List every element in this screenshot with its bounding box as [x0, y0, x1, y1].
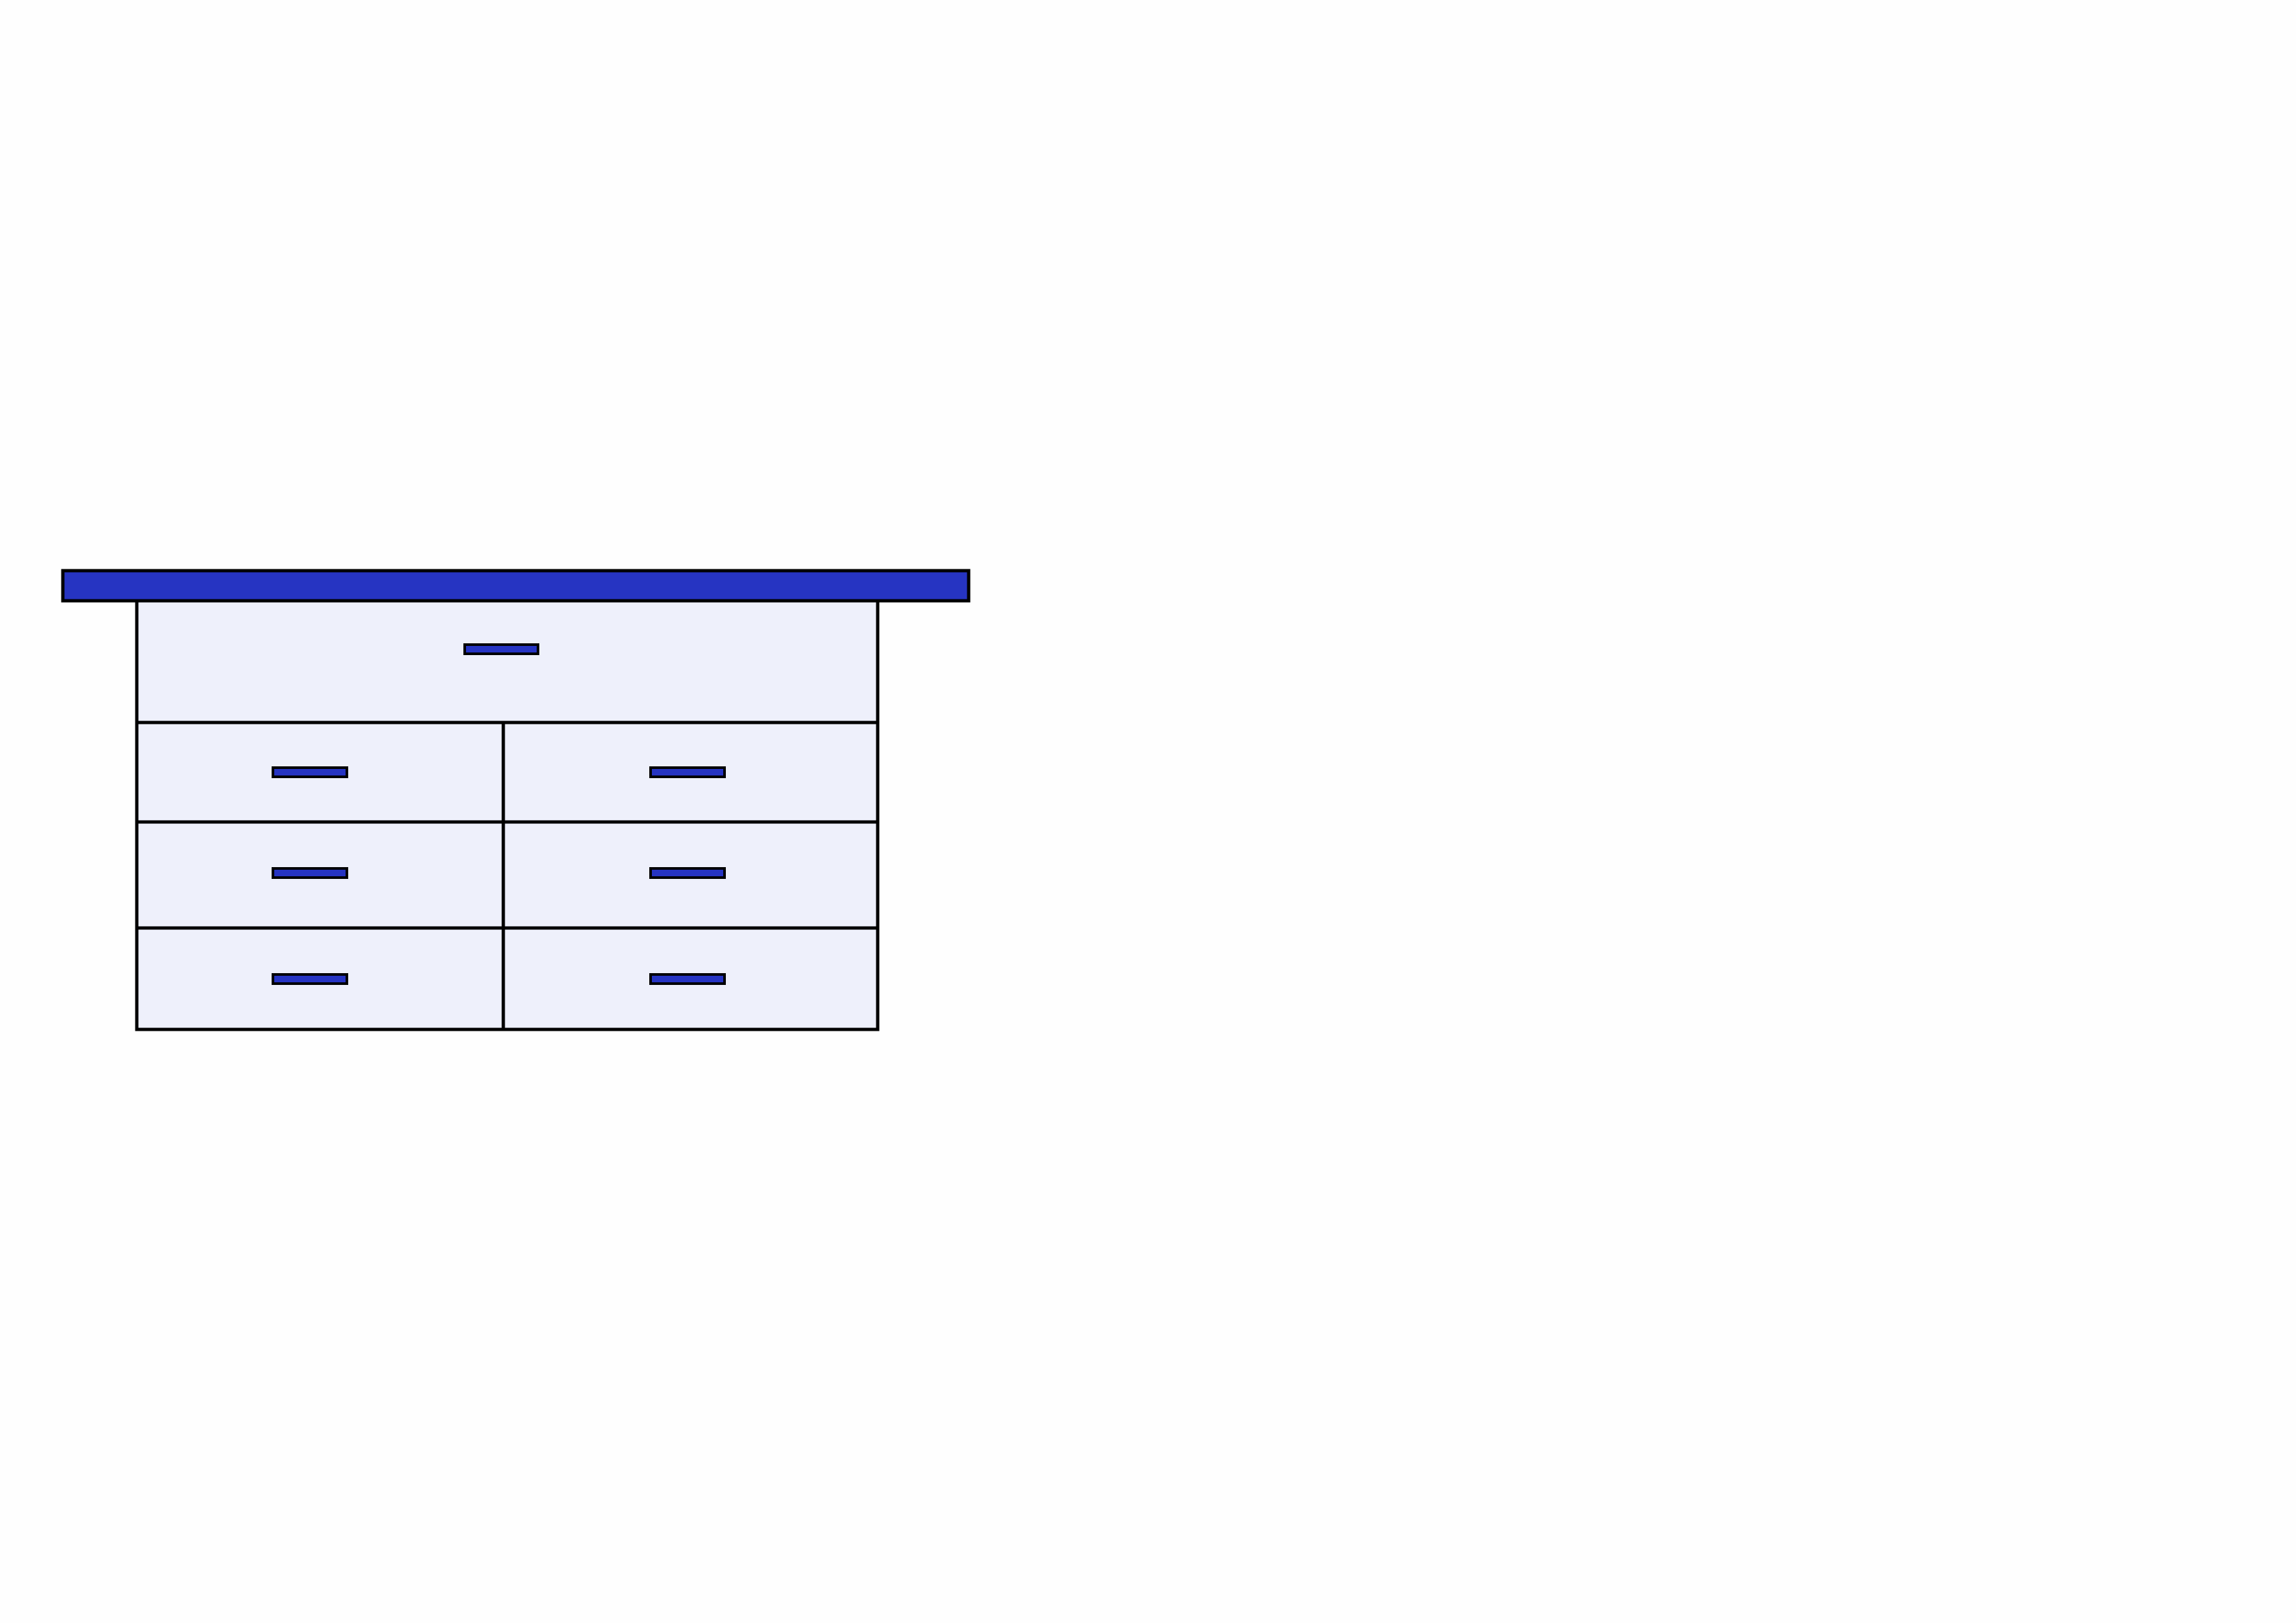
drawer-top-handle	[463, 643, 539, 655]
drawer-row2-right-handle	[649, 867, 726, 879]
drawer-top	[135, 599, 880, 724]
drawer-row3-right-handle	[649, 973, 726, 985]
drawer-row1-right-handle	[649, 766, 726, 778]
dresser-top-board	[61, 569, 971, 603]
drawer-row3-left-handle	[272, 973, 348, 985]
drawer-row1-left-handle	[272, 766, 348, 778]
drawer-row2-left-handle	[272, 867, 348, 879]
